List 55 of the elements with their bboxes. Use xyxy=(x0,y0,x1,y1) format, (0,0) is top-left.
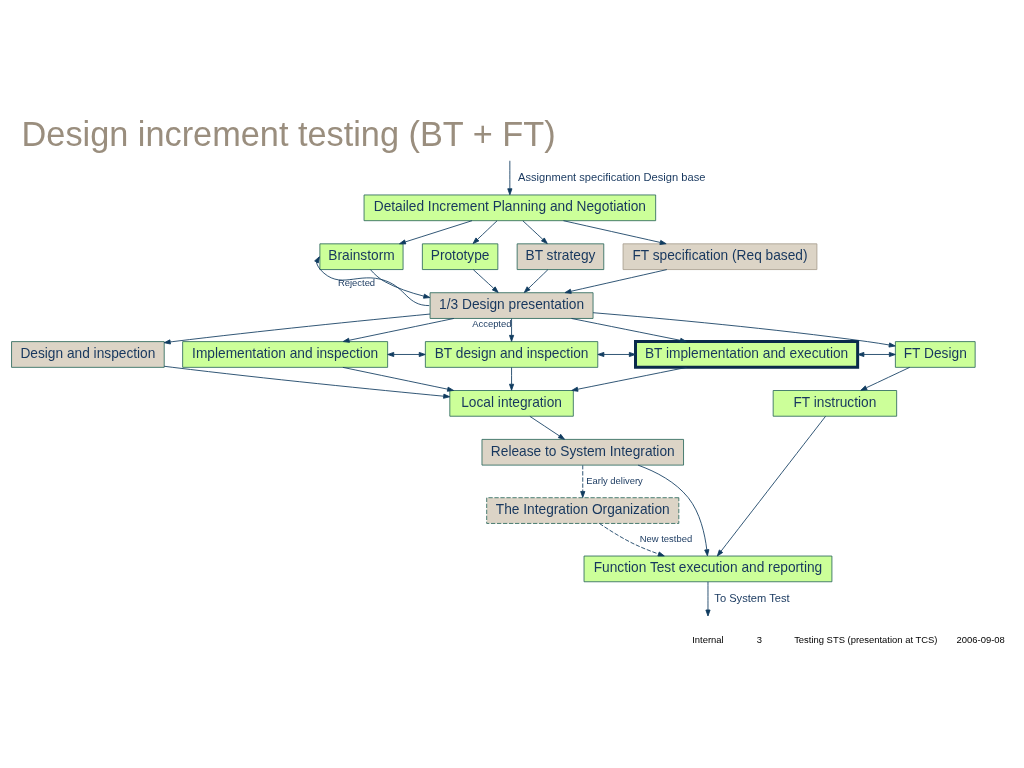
label: Testing STS (presentation at TCS) xyxy=(794,633,938,645)
arrow xyxy=(399,219,473,244)
node-box: FT specification (Req based) xyxy=(622,242,818,270)
label: 3 xyxy=(756,633,763,645)
arrow xyxy=(163,365,451,399)
node-box: FT instruction xyxy=(772,389,898,417)
arrow xyxy=(509,366,515,391)
edge-label: To System Test xyxy=(714,591,790,604)
arrow xyxy=(523,268,549,293)
arrow xyxy=(705,581,711,616)
arrow xyxy=(857,351,896,357)
arrow xyxy=(163,313,431,344)
node-box: The Integration Organization xyxy=(486,496,680,524)
arrow xyxy=(599,522,665,556)
label: 2006-09-08 xyxy=(956,633,1005,645)
arrow xyxy=(592,311,896,347)
edge-label: Rejected xyxy=(337,276,376,288)
arrow xyxy=(509,317,515,342)
node-box: Prototype xyxy=(421,242,499,270)
arrow xyxy=(637,464,710,556)
node-box: FT Design xyxy=(894,340,976,368)
node-box: Local integration xyxy=(449,389,574,417)
arrow xyxy=(564,268,668,294)
arrow xyxy=(472,268,499,293)
arrow xyxy=(563,219,667,245)
arrow xyxy=(472,219,498,244)
node-box: 1/3 Design presentation xyxy=(429,291,594,319)
node-box: Design and inspection xyxy=(11,340,165,368)
arrow xyxy=(387,351,426,357)
node-box: Implementation and inspection xyxy=(182,340,389,368)
node-box: Release to System Integration xyxy=(481,438,684,466)
edge-label: New testbed xyxy=(639,532,693,544)
arrow xyxy=(314,255,430,306)
arrow xyxy=(571,366,688,392)
arrow xyxy=(370,268,431,299)
arrow xyxy=(342,317,455,343)
node-box: Detailed Increment Planning and Negotiation xyxy=(363,194,657,221)
arrow xyxy=(522,219,548,244)
arrow xyxy=(860,366,911,391)
node-box: Function Test execution and reporting xyxy=(583,555,833,582)
arrow xyxy=(342,366,454,392)
arrow xyxy=(507,159,513,195)
edge-label: Early delivery xyxy=(586,474,643,486)
edge-label: Accepted xyxy=(472,317,512,329)
label: Internal xyxy=(692,633,724,645)
node-box: Brainstorm xyxy=(319,242,404,270)
arrow xyxy=(597,351,636,357)
node-box: BT strategy xyxy=(516,242,605,270)
node-box: BT design and inspection xyxy=(424,340,599,368)
edge-label: Assignment specification Design base xyxy=(518,170,706,183)
arrow xyxy=(529,415,565,440)
arrow xyxy=(716,415,826,556)
arrow xyxy=(580,464,586,498)
diagram-title: Design increment testing (BT + FT) xyxy=(21,114,556,153)
arrow xyxy=(571,317,687,343)
